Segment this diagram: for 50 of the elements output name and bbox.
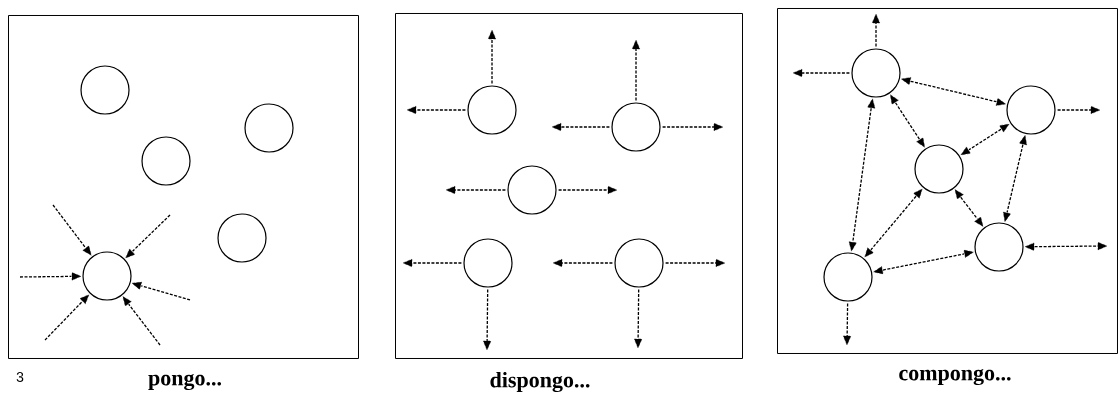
arrow (402, 259, 463, 267)
arrow (445, 186, 507, 194)
circle (851, 48, 901, 98)
circle (1006, 85, 1056, 135)
arrow (792, 69, 851, 77)
arrow (634, 288, 643, 349)
circle (614, 238, 664, 288)
arrow (872, 13, 880, 48)
arrow (557, 186, 618, 194)
arrow (488, 29, 496, 85)
circle (507, 165, 557, 215)
arrow (552, 259, 614, 267)
circle (82, 251, 132, 301)
arrow (848, 98, 876, 252)
circle (611, 102, 661, 152)
arrow (125, 214, 171, 259)
circle (974, 222, 1024, 272)
circle (823, 252, 873, 302)
panel-caption: pongo... (148, 373, 221, 391)
circle (914, 144, 964, 194)
arrow (960, 123, 1010, 156)
arrow (843, 302, 852, 346)
arrow (406, 106, 467, 114)
figure-number: 3 (16, 372, 24, 382)
arrow (661, 123, 724, 131)
arrow (19, 272, 82, 281)
circle (80, 65, 130, 115)
panel-caption: dispongo... (490, 371, 590, 393)
arrow (44, 294, 90, 341)
circle (244, 103, 294, 153)
arrow (864, 188, 923, 258)
arrow (52, 204, 92, 256)
arrow (131, 281, 191, 301)
arrow (632, 39, 640, 102)
arrow (1024, 242, 1108, 251)
panel-caption: compongo... (899, 368, 1011, 386)
arrow (1003, 135, 1027, 222)
arrow (551, 123, 611, 131)
arrow (901, 77, 1006, 106)
arrow (890, 94, 925, 148)
circle (467, 85, 517, 135)
arrow (483, 288, 492, 351)
arrow (664, 259, 726, 267)
circle (463, 238, 513, 288)
circle (141, 136, 191, 186)
arrow (873, 249, 974, 275)
circle (217, 213, 267, 263)
arrow (1056, 106, 1101, 114)
arrow (122, 296, 161, 346)
arrow (954, 189, 984, 227)
